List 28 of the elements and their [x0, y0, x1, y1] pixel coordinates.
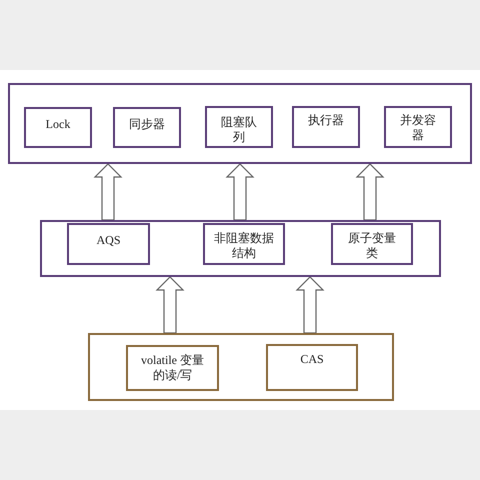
component-box	[113, 107, 181, 148]
component-label: 阻塞队列	[220, 114, 258, 145]
component-box	[292, 106, 360, 148]
component-label: 原子变量类	[347, 230, 397, 261]
layer-box	[8, 83, 472, 164]
component-box	[126, 345, 219, 391]
component-label: 执行器	[307, 112, 345, 128]
hollow-arrow	[156, 276, 184, 334]
component-box	[266, 344, 358, 391]
component-box	[67, 223, 150, 265]
hollow-arrow	[296, 276, 324, 334]
hollow-arrow	[226, 163, 254, 221]
component-label: AQS	[95, 232, 122, 248]
component-label: 同步器	[128, 116, 166, 132]
component-label: Lock	[44, 116, 72, 132]
component-box	[205, 106, 273, 148]
component-label: volatile 变量的读/写	[140, 352, 205, 383]
hollow-arrow	[94, 163, 122, 221]
layer-box	[40, 220, 441, 277]
component-label: 并发容器	[399, 112, 437, 143]
component-label: CAS	[299, 351, 325, 367]
component-box	[384, 106, 452, 148]
component-box	[331, 223, 413, 265]
component-label: 非阻塞数据结构	[213, 230, 275, 261]
component-box	[24, 107, 92, 148]
layer-box	[88, 333, 394, 401]
component-box	[203, 223, 285, 265]
hollow-arrow	[356, 163, 384, 221]
